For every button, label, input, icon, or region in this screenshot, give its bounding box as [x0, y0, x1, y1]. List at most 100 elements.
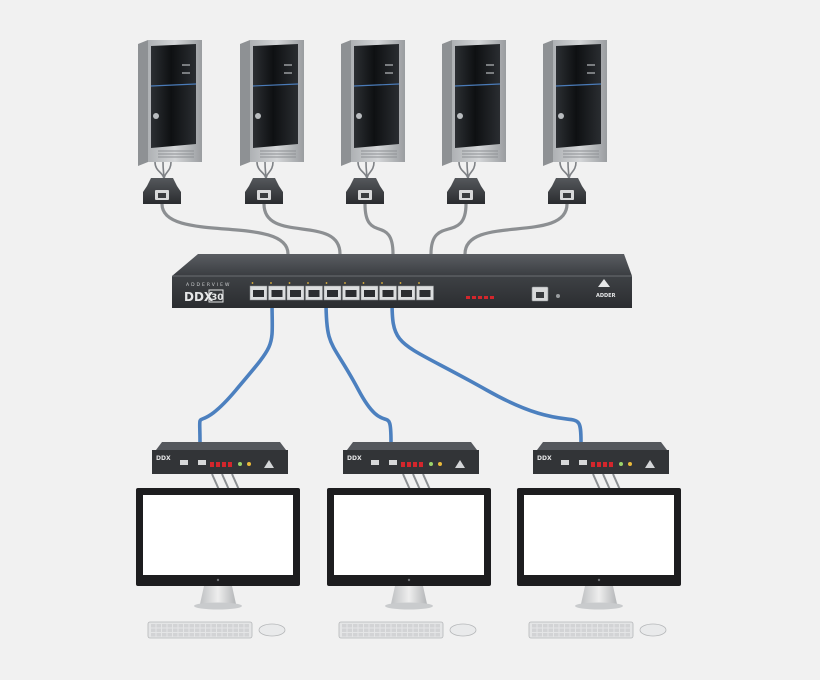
switch-port	[360, 282, 379, 301]
usb-port	[561, 460, 569, 465]
switch-product-name: DDX	[184, 290, 214, 304]
key-cap	[609, 628, 614, 632]
key-cap	[239, 633, 244, 637]
switch-port	[286, 282, 305, 301]
key-cap	[195, 628, 200, 632]
key-cap	[576, 633, 581, 637]
key-cap	[386, 624, 391, 628]
key-cap	[369, 633, 374, 637]
cat-cable	[390, 298, 583, 444]
key-cap	[200, 628, 205, 632]
tower-accent-line	[252, 83, 299, 87]
key-cap	[625, 628, 630, 632]
port-activity-led	[399, 282, 402, 284]
extender-led-amber	[438, 462, 442, 466]
tower-side	[240, 40, 250, 166]
tower-front-panel	[556, 44, 601, 148]
extender-badge: DDX	[347, 455, 362, 462]
key-cap	[200, 633, 205, 637]
switch-port	[249, 282, 268, 301]
monitor-screen	[143, 495, 293, 575]
key-cap	[195, 633, 200, 637]
key-cap	[206, 624, 211, 628]
key-cap	[233, 628, 238, 632]
switch-model-number: 30	[211, 293, 224, 303]
key-cap	[211, 624, 216, 628]
key-cap	[173, 624, 178, 628]
key-cap	[244, 628, 249, 632]
port-activity-led	[288, 282, 291, 284]
switch-port	[342, 282, 360, 301]
key-cap	[386, 633, 391, 637]
key-cap	[620, 628, 625, 632]
port-activity-led	[418, 282, 420, 284]
status-led	[472, 296, 476, 299]
key-cap	[609, 624, 614, 628]
adapter-rj45-socket	[361, 193, 369, 198]
adapter-rj45-socket	[158, 193, 166, 198]
tower-accent-line	[555, 83, 602, 87]
key-cap	[592, 633, 597, 637]
tower-side	[138, 40, 148, 166]
key-cap	[548, 624, 553, 628]
station-2: DDX	[327, 442, 491, 639]
key-cap	[228, 633, 233, 637]
brand-logo-icon	[598, 279, 610, 287]
key-cap	[162, 624, 167, 628]
computer-5	[543, 40, 607, 204]
key-cap	[189, 633, 194, 637]
key-cap	[413, 628, 418, 632]
tower-front-panel	[151, 44, 196, 148]
port-socket	[271, 290, 283, 297]
key-cap	[167, 624, 172, 628]
mouse-icon	[258, 623, 286, 637]
key-cap	[565, 628, 570, 632]
key-cap	[408, 624, 413, 628]
monitor-screen	[334, 495, 484, 575]
key-cap	[581, 633, 586, 637]
switch-port	[305, 282, 323, 301]
drive-bay-icon	[385, 64, 393, 66]
drive-bay-icon	[587, 72, 595, 74]
key-cap	[625, 624, 630, 628]
key-cap	[559, 628, 564, 632]
key-cap	[206, 628, 211, 632]
key-cap	[419, 633, 424, 637]
monitor-base	[575, 602, 623, 610]
key-cap	[162, 633, 167, 637]
key-cap	[184, 633, 189, 637]
power-button-icon	[457, 113, 463, 119]
cat-cable	[324, 298, 393, 444]
key-cap	[592, 624, 597, 628]
adapter-rj45-socket	[563, 193, 571, 198]
extender-led	[603, 462, 607, 467]
switch-port-bank	[249, 282, 434, 301]
port-socket	[308, 290, 320, 297]
key-cap	[167, 633, 172, 637]
key-cap	[173, 628, 178, 632]
port-activity-led	[307, 282, 309, 284]
key-cap	[587, 624, 592, 628]
key-cap	[347, 624, 352, 628]
port-socket	[345, 290, 357, 297]
port-socket	[401, 290, 412, 297]
key-cap	[156, 633, 161, 637]
key-cap	[576, 624, 581, 628]
matrix-switch: ADDERVIEW DDX 30 ADDER	[172, 254, 632, 308]
key-cap	[228, 628, 233, 632]
usb-port	[371, 460, 379, 465]
extender-top	[347, 442, 477, 450]
key-cap	[211, 628, 216, 632]
extender-top	[156, 442, 286, 450]
cat-cable	[197, 298, 275, 444]
key-cap	[369, 624, 374, 628]
key-cap	[391, 633, 396, 637]
key-cap	[424, 628, 429, 632]
extender-led	[407, 462, 411, 467]
uplink-cable	[363, 202, 395, 256]
key-cap	[620, 633, 625, 637]
key-cap	[430, 624, 435, 628]
adapter-rj45-socket	[462, 193, 470, 198]
key-cap	[222, 624, 227, 628]
